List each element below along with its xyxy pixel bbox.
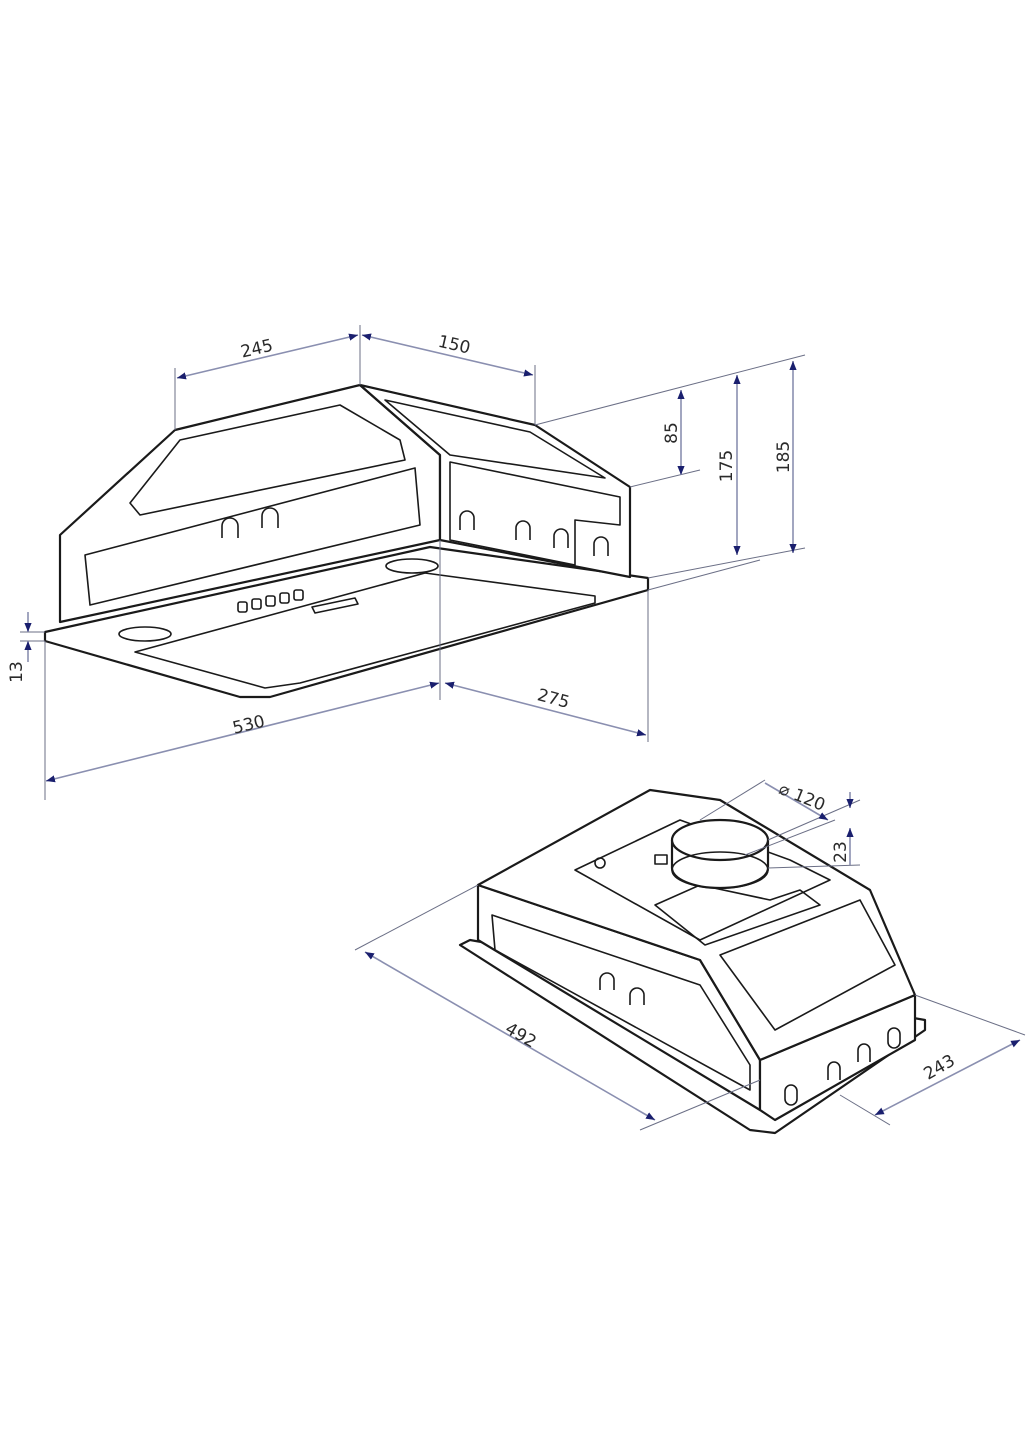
dimension-120: ⌀ 120 [764,779,829,821]
dim-label-150: 150 [436,332,472,359]
control-buttons [237,589,359,614]
switch [654,854,668,865]
dimension-175: 175 [717,375,741,555]
dim-label-175: 175 [717,450,737,482]
dim-label-185: 185 [774,441,794,473]
dimension-23: 23 [831,792,854,865]
top-panel [719,899,896,1031]
dimension-85: 85 [662,390,685,475]
light-left [118,626,172,642]
dim-label-85: 85 [662,422,682,444]
dim-label-275: 275 [535,685,572,713]
side-panel-right [449,461,621,566]
light-right [385,558,439,574]
dim-label-245: 245 [239,336,275,363]
top-panel-left [129,404,406,516]
rear-body-top [476,788,917,1062]
dim-label-530: 530 [231,712,267,739]
dimension-245: 245 [176,333,359,380]
dim-label-23: 23 [831,841,851,863]
dim-label-243: 243 [920,1051,958,1085]
dim-label-492: 492 [501,1019,539,1053]
dim-label-13: 13 [7,661,27,683]
dimension-185: 185 [774,361,797,553]
hood-rear-view [458,788,927,1135]
duct-collar [670,818,770,890]
side-panel-left [84,467,421,606]
dimension-13: 13 [7,612,32,683]
dimension-150: 150 [361,332,534,377]
mounting-slots [221,507,609,556]
extension-lines-top [20,325,806,800]
top-panel-right [384,399,606,479]
motor-plate [574,819,831,941]
dimension-275: 275 [444,681,647,737]
front-panel [491,914,751,1091]
hood-front-view [43,383,650,699]
hood-tray [43,545,650,699]
extension-lines-bottom [354,779,1026,1131]
screw [594,857,606,869]
dim-label-120: ⌀ 120 [776,779,828,816]
